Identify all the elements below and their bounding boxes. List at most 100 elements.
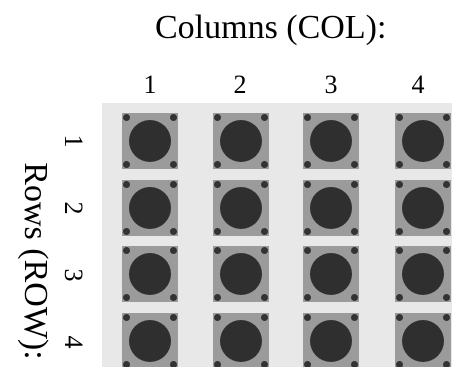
- pin-icon: [351, 247, 358, 254]
- pin-icon: [170, 294, 177, 301]
- key-r3-c2[interactable]: [213, 246, 269, 302]
- pin-icon: [396, 314, 403, 321]
- key-r2-c1[interactable]: [122, 180, 178, 236]
- pin-icon: [443, 181, 450, 188]
- pin-icon: [396, 361, 403, 367]
- pin-icon: [304, 247, 311, 254]
- button-cap-icon: [220, 187, 262, 229]
- pin-icon: [261, 181, 268, 188]
- pin-icon: [443, 114, 450, 121]
- pin-icon: [261, 114, 268, 121]
- pin-icon: [304, 294, 311, 301]
- pin-icon: [170, 247, 177, 254]
- column-label-1: 1: [143, 70, 157, 99]
- pin-icon: [170, 228, 177, 235]
- button-cap-icon: [310, 320, 352, 362]
- key-r1-c2[interactable]: [213, 113, 269, 169]
- button-cap-icon: [310, 120, 352, 162]
- pin-icon: [214, 114, 221, 121]
- button-cap-icon: [402, 253, 444, 295]
- pin-icon: [351, 361, 358, 367]
- pin-icon: [261, 314, 268, 321]
- pin-icon: [351, 314, 358, 321]
- pin-icon: [170, 161, 177, 168]
- button-cap-icon: [220, 320, 262, 362]
- pin-icon: [170, 181, 177, 188]
- key-r1-c4[interactable]: [395, 113, 451, 169]
- columns-title: Columns (COL):: [155, 9, 387, 46]
- button-cap-icon: [129, 253, 171, 295]
- pin-icon: [123, 361, 130, 367]
- pin-icon: [214, 181, 221, 188]
- pin-icon: [304, 314, 311, 321]
- pin-icon: [214, 228, 221, 235]
- pin-icon: [214, 161, 221, 168]
- pin-icon: [443, 161, 450, 168]
- pin-icon: [304, 228, 311, 235]
- pin-icon: [304, 114, 311, 121]
- pin-icon: [261, 247, 268, 254]
- pin-icon: [261, 361, 268, 367]
- pin-icon: [123, 161, 130, 168]
- pin-icon: [396, 228, 403, 235]
- pin-icon: [123, 114, 130, 121]
- pin-icon: [170, 114, 177, 121]
- pin-icon: [123, 228, 130, 235]
- key-r3-c4[interactable]: [395, 246, 451, 302]
- pin-icon: [123, 181, 130, 188]
- pin-icon: [351, 294, 358, 301]
- pin-icon: [304, 361, 311, 367]
- key-r4-c4[interactable]: [395, 313, 451, 367]
- pin-icon: [214, 314, 221, 321]
- rows-title: Rows (ROW):: [17, 162, 54, 360]
- pin-icon: [214, 294, 221, 301]
- button-cap-icon: [402, 187, 444, 229]
- button-cap-icon: [220, 253, 262, 295]
- key-r4-c1[interactable]: [122, 313, 178, 367]
- pin-icon: [396, 247, 403, 254]
- button-cap-icon: [310, 253, 352, 295]
- keypad-board: [102, 103, 452, 367]
- pin-icon: [170, 361, 177, 367]
- pin-icon: [351, 161, 358, 168]
- key-r1-c1[interactable]: [122, 113, 178, 169]
- key-r4-c2[interactable]: [213, 313, 269, 367]
- row-label-4: 4: [59, 335, 88, 349]
- pin-icon: [304, 161, 311, 168]
- key-r2-c4[interactable]: [395, 180, 451, 236]
- key-r3-c3[interactable]: [303, 246, 359, 302]
- column-label-4: 4: [411, 70, 425, 99]
- pin-icon: [304, 181, 311, 188]
- pin-icon: [123, 247, 130, 254]
- pin-icon: [443, 361, 450, 367]
- key-r2-c3[interactable]: [303, 180, 359, 236]
- row-label-2: 2: [59, 201, 88, 215]
- button-cap-icon: [402, 320, 444, 362]
- pin-icon: [396, 294, 403, 301]
- pin-icon: [214, 361, 221, 367]
- pin-icon: [443, 247, 450, 254]
- pin-icon: [351, 181, 358, 188]
- pin-icon: [443, 228, 450, 235]
- pin-icon: [396, 181, 403, 188]
- button-cap-icon: [402, 120, 444, 162]
- column-label-3: 3: [324, 70, 338, 99]
- pin-icon: [443, 294, 450, 301]
- key-r3-c1[interactable]: [122, 246, 178, 302]
- pin-icon: [123, 294, 130, 301]
- button-cap-icon: [310, 187, 352, 229]
- pin-icon: [261, 228, 268, 235]
- row-label-3: 3: [59, 268, 88, 282]
- row-label-1: 1: [59, 134, 88, 148]
- button-cap-icon: [129, 320, 171, 362]
- key-r4-c3[interactable]: [303, 313, 359, 367]
- pin-icon: [170, 314, 177, 321]
- pin-icon: [351, 114, 358, 121]
- key-r2-c2[interactable]: [213, 180, 269, 236]
- pin-icon: [396, 161, 403, 168]
- key-r1-c3[interactable]: [303, 113, 359, 169]
- button-cap-icon: [220, 120, 262, 162]
- pin-icon: [123, 314, 130, 321]
- pin-icon: [443, 314, 450, 321]
- button-cap-icon: [129, 187, 171, 229]
